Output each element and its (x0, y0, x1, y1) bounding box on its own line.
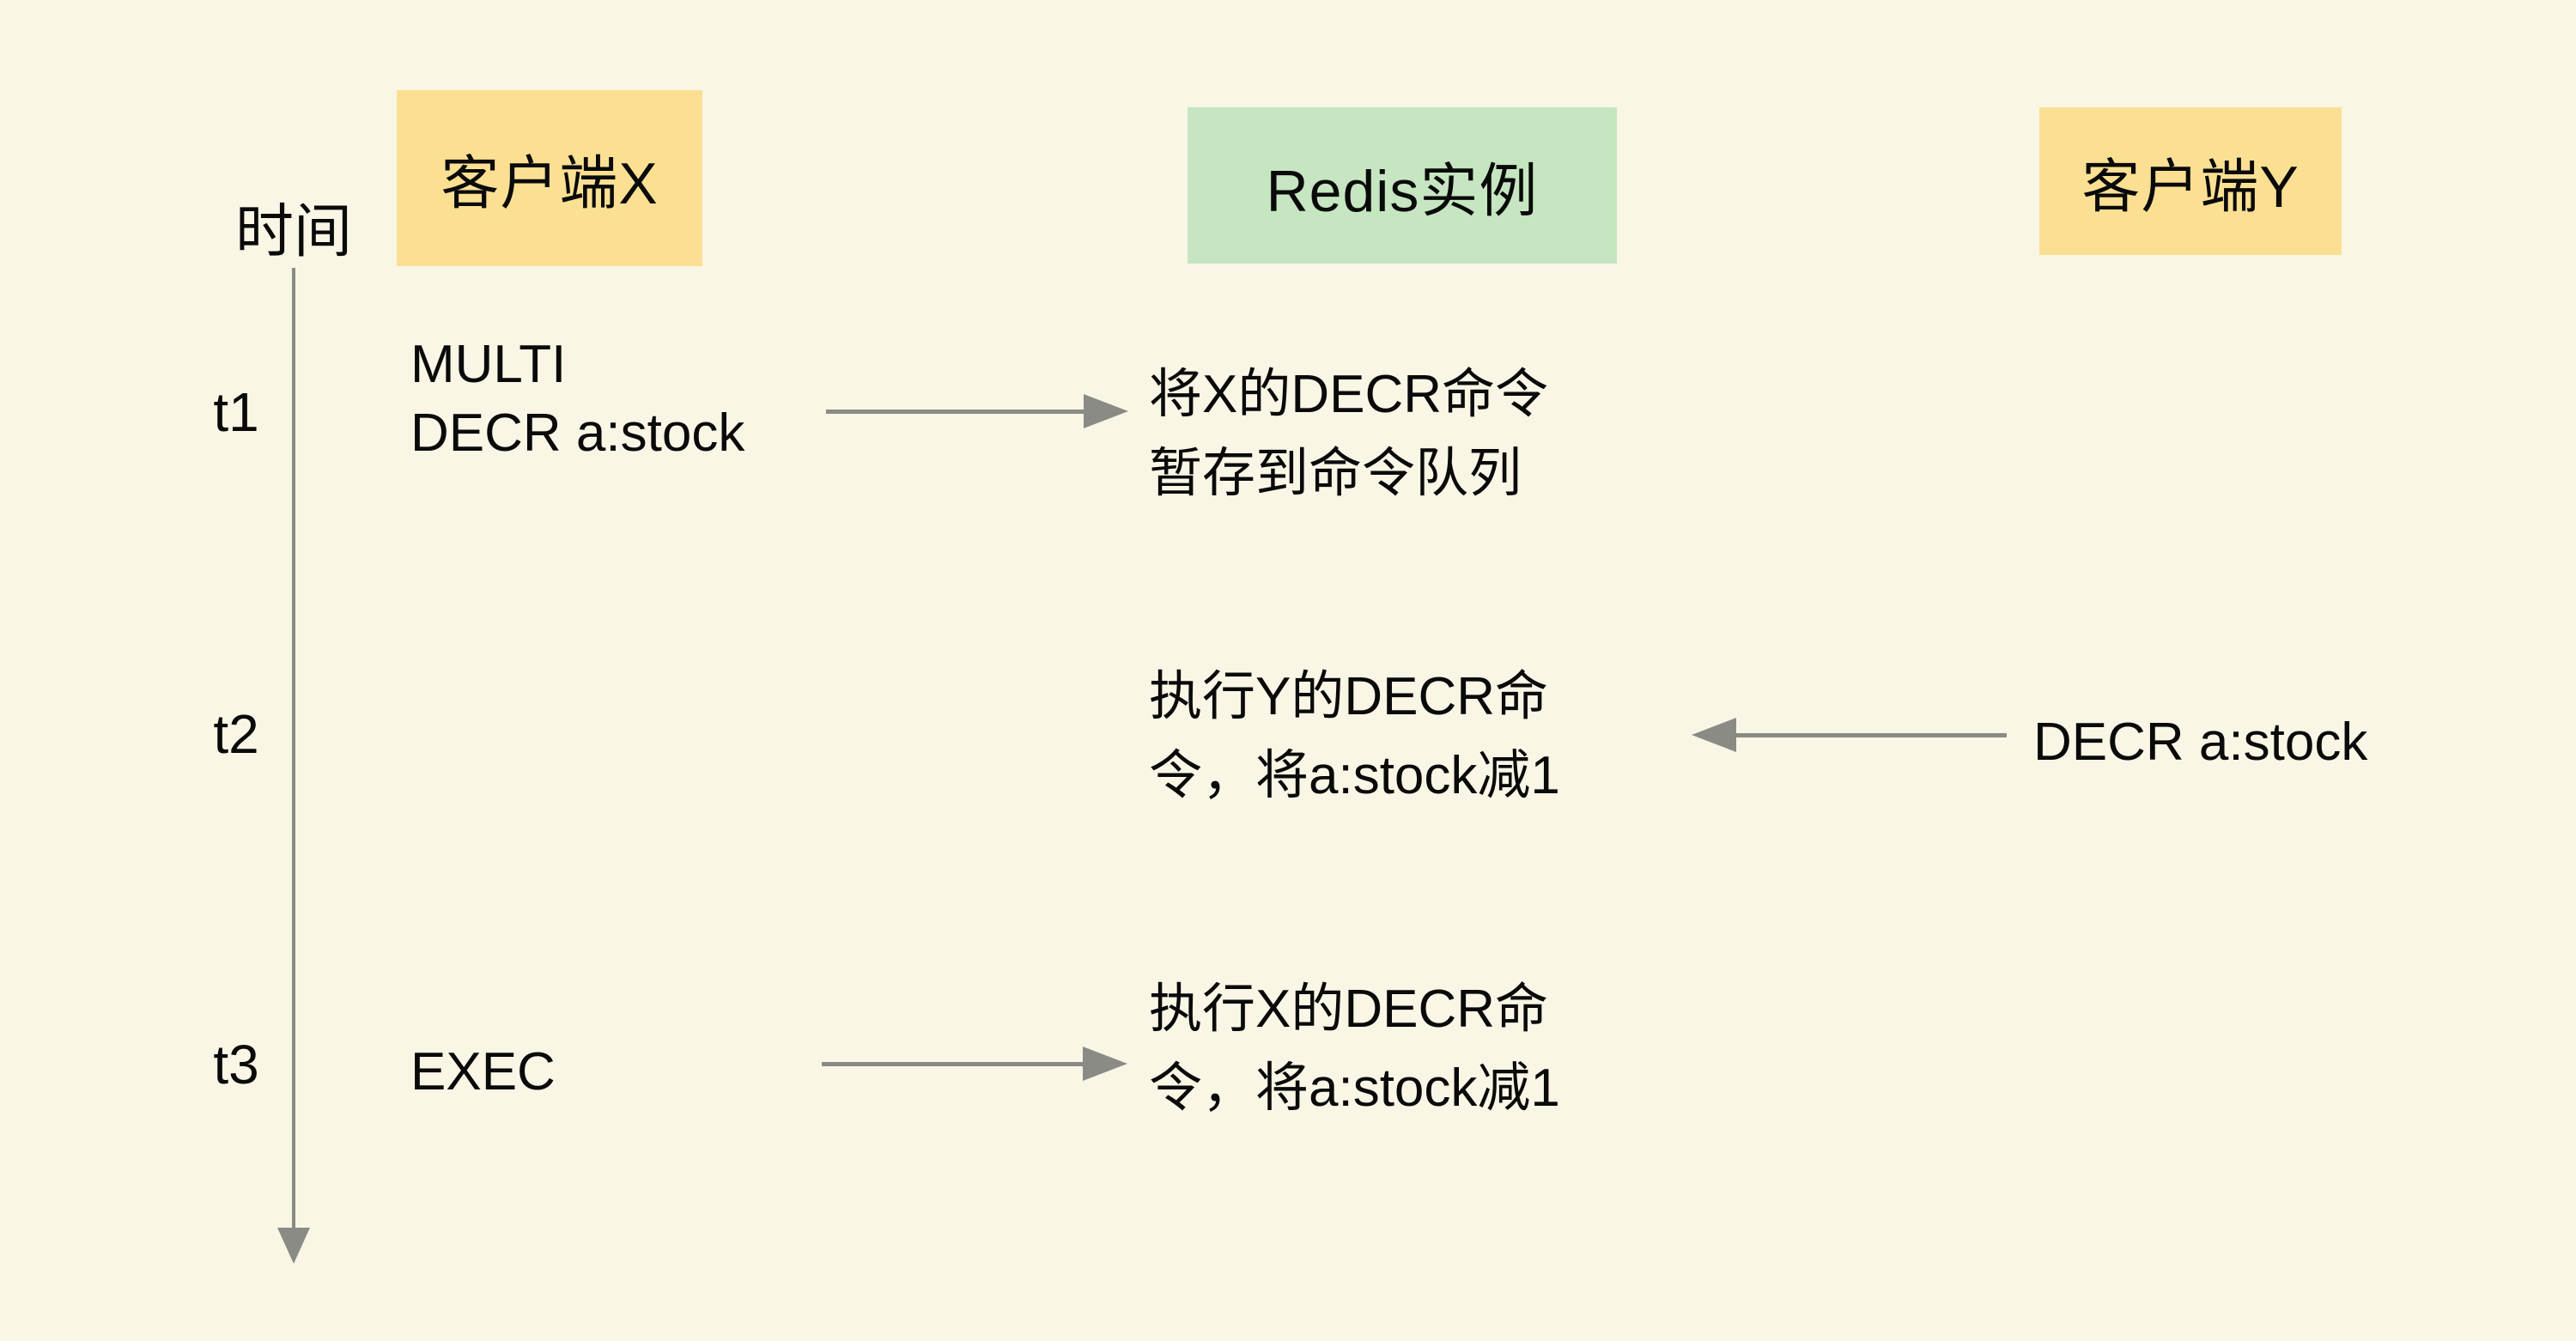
redis-action-t2: 执行Y的DECR命 令，将a:stock减1 (1149, 667, 1560, 805)
actor-box-client-x: 客户端X (397, 90, 702, 266)
redis-action-t1: 将X的DECR命令 暂存到命令队列 (1149, 365, 1549, 503)
time-axis-arrowhead-icon (277, 1228, 310, 1264)
actor-label-client-y: 客户端Y (2081, 154, 2300, 220)
actor-box-client-y: 客户端Y (2039, 107, 2342, 255)
time-axis-line (292, 268, 295, 1228)
arrow-t2-left-head-icon (1692, 718, 1736, 752)
client-y-message-t2: DECR a:stock (2033, 713, 2368, 772)
client-x-message-t3: EXEC (410, 1042, 556, 1101)
client-x-message-t1: MULTI DECR a:stock (410, 335, 745, 463)
arrow-t3-line (822, 1062, 1083, 1066)
arrow-t3-right-head-icon (1083, 1047, 1127, 1081)
tick-t2: t2 (213, 703, 259, 765)
actor-label-redis: Redis实例 (1266, 158, 1539, 224)
time-axis-label: 时间 (235, 199, 353, 264)
arrow-t2-line (1736, 733, 2007, 737)
tick-t1: t1 (213, 381, 259, 443)
arrow-t1-right-head-icon (1084, 394, 1128, 428)
tick-t3: t3 (213, 1034, 259, 1095)
actor-label-client-x: 客户端X (440, 151, 659, 216)
actor-box-redis: Redis实例 (1188, 107, 1617, 264)
redis-action-t3: 执行X的DECR命 令，将a:stock减1 (1149, 980, 1560, 1118)
arrow-t1-line (826, 410, 1084, 414)
